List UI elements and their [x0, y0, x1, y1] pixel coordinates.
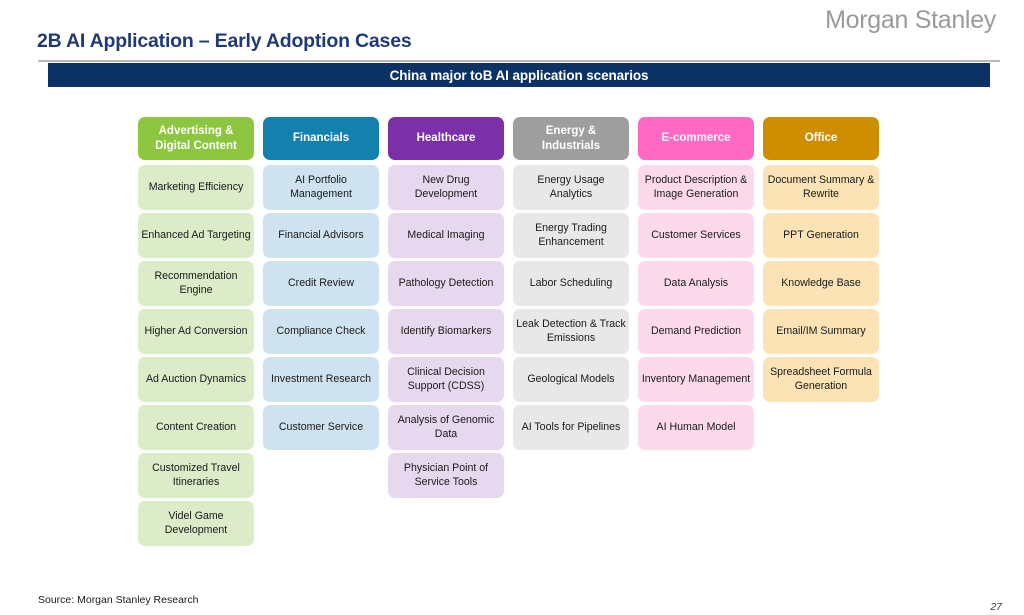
scenario-cell[interactable]: Pathology Detection: [388, 261, 504, 306]
scenario-cell[interactable]: Higher Ad Conversion: [138, 309, 254, 354]
scenario-cell[interactable]: New Drug Development: [388, 165, 504, 210]
column-header-office[interactable]: Office: [763, 117, 879, 160]
scenario-cell[interactable]: Customized Travel Itineraries: [138, 453, 254, 498]
page-number: 27: [990, 601, 1002, 613]
scenario-cell[interactable]: PPT Generation: [763, 213, 879, 258]
scenario-cell[interactable]: Identify Biomarkers: [388, 309, 504, 354]
scenario-cell[interactable]: Demand Prediction: [638, 309, 754, 354]
scenario-cell[interactable]: Document Summary & Rewrite: [763, 165, 879, 210]
column-header-energy-industrials[interactable]: Energy & Industrials: [513, 117, 629, 160]
scenario-cell[interactable]: Enhanced Ad Targeting: [138, 213, 254, 258]
scenario-cell[interactable]: Data Analysis: [638, 261, 754, 306]
column-header-e-commerce[interactable]: E-commerce: [638, 117, 754, 160]
scenario-cell[interactable]: Customer Service: [263, 405, 379, 450]
scenario-cell[interactable]: Ad Auction Dynamics: [138, 357, 254, 402]
scenario-cell[interactable]: Credit Review: [263, 261, 379, 306]
scenario-cell[interactable]: Clinical Decision Support (CDSS): [388, 357, 504, 402]
scenario-cell[interactable]: Customer Services: [638, 213, 754, 258]
scenario-cell[interactable]: Marketing Efficiency: [138, 165, 254, 210]
morgan-stanley-logo: Morgan Stanley: [825, 6, 996, 34]
scenario-cell[interactable]: Labor Scheduling: [513, 261, 629, 306]
column-header-advertising-digital-content[interactable]: Advertising & Digital Content: [138, 117, 254, 160]
scenario-cell[interactable]: Recommendation Engine: [138, 261, 254, 306]
scenario-cell[interactable]: Physician Point of Service Tools: [388, 453, 504, 498]
scenario-cell[interactable]: Compliance Check: [263, 309, 379, 354]
title-divider: [38, 60, 1000, 62]
scenario-cell[interactable]: Financial Advisors: [263, 213, 379, 258]
scenario-cell[interactable]: Geological Models: [513, 357, 629, 402]
page-title: 2B AI Application – Early Adoption Cases: [37, 30, 412, 52]
scenario-cell[interactable]: Inventory Management: [638, 357, 754, 402]
scenario-cell[interactable]: Knowledge Base: [763, 261, 879, 306]
scenario-cell[interactable]: Analysis of Genomic Data: [388, 405, 504, 450]
scenario-cell[interactable]: Energy Usage Analytics: [513, 165, 629, 210]
source-note: Source: Morgan Stanley Research: [38, 594, 199, 606]
scenario-cell[interactable]: Videl Game Development: [138, 501, 254, 546]
scenario-cell[interactable]: Spreadsheet Formula Generation: [763, 357, 879, 402]
scenario-cell[interactable]: Leak Detection & Track Emissions: [513, 309, 629, 354]
scenario-cell[interactable]: AI Tools for Pipelines: [513, 405, 629, 450]
section-banner: China major toB AI application scenarios: [48, 63, 990, 87]
scenario-cell[interactable]: AI Portfolio Management: [263, 165, 379, 210]
scenario-cell[interactable]: Product Description & Image Generation: [638, 165, 754, 210]
section-banner-label: China major toB AI application scenarios: [389, 67, 649, 83]
scenario-cell[interactable]: Energy Trading Enhancement: [513, 213, 629, 258]
column-header-financials[interactable]: Financials: [263, 117, 379, 160]
scenario-cell[interactable]: Email/IM Summary: [763, 309, 879, 354]
scenario-cell[interactable]: AI Human Model: [638, 405, 754, 450]
scenario-cell[interactable]: Investment Research: [263, 357, 379, 402]
scenario-cell[interactable]: Content Creation: [138, 405, 254, 450]
scenario-cell[interactable]: Medical Imaging: [388, 213, 504, 258]
column-header-healthcare[interactable]: Healthcare: [388, 117, 504, 160]
